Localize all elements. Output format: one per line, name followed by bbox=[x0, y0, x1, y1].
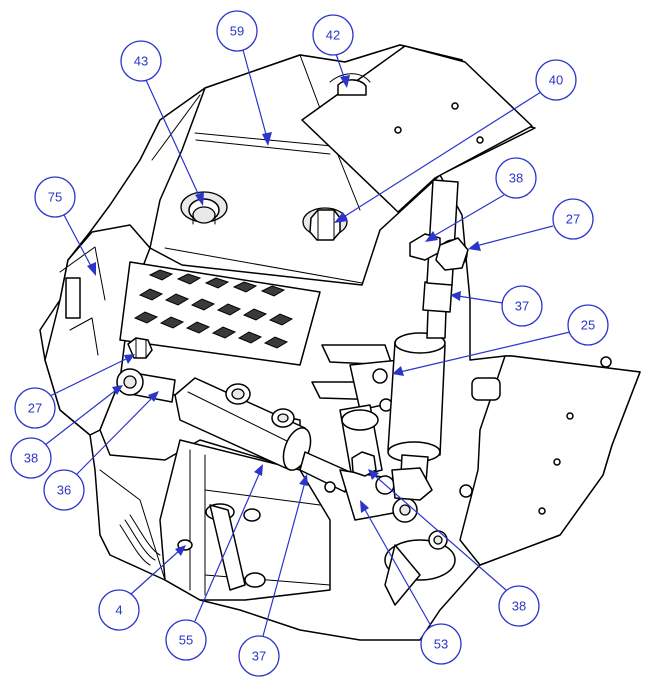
callout-42: 42 bbox=[312, 14, 354, 88]
rod-end-left bbox=[116, 337, 176, 403]
callout-38-lower-left: 38 bbox=[10, 385, 123, 479]
machine-drawing bbox=[39, 44, 641, 641]
callout-36: 36 bbox=[43, 391, 159, 511]
callout-38-lower-right: 38 bbox=[368, 469, 540, 627]
callout-label-38-lower-left: 38 bbox=[24, 451, 38, 466]
callout-label-4: 4 bbox=[115, 603, 122, 618]
clevis-53 bbox=[324, 404, 433, 523]
nut-43 bbox=[180, 191, 228, 225]
callout-label-27-lower: 27 bbox=[28, 401, 42, 416]
callout-label-43: 43 bbox=[134, 54, 148, 69]
callout-25: 25 bbox=[392, 304, 609, 376]
callout-label-36: 36 bbox=[57, 483, 71, 498]
callout-label-40: 40 bbox=[549, 73, 563, 88]
callout-label-38-upper: 38 bbox=[509, 171, 523, 186]
callout-37-upper: 37 bbox=[450, 285, 543, 327]
callout-27-lower: 27 bbox=[14, 354, 135, 429]
callout-4: 4 bbox=[98, 545, 186, 631]
callout-59: 59 bbox=[216, 10, 272, 146]
callout-75: 75 bbox=[34, 176, 96, 276]
callout-label-75: 75 bbox=[48, 190, 62, 205]
callout-label-25: 25 bbox=[581, 318, 595, 333]
callout-label-38-lower-right: 38 bbox=[512, 599, 526, 614]
callout-37-lower: 37 bbox=[238, 474, 308, 677]
callout-label-37-lower: 37 bbox=[252, 649, 266, 664]
callout-53: 53 bbox=[360, 500, 462, 665]
callout-40: 40 bbox=[334, 59, 577, 223]
callout-55: 55 bbox=[165, 464, 263, 661]
callout-label-59: 59 bbox=[230, 24, 244, 39]
callout-label-37-upper: 37 bbox=[515, 299, 529, 314]
lower-frame bbox=[159, 439, 331, 601]
callout-label-27-upper: 27 bbox=[566, 212, 580, 227]
bolt-40 bbox=[302, 207, 348, 241]
callout-label-42: 42 bbox=[326, 28, 340, 43]
callout-43: 43 bbox=[120, 40, 204, 206]
callout-label-55: 55 bbox=[179, 633, 193, 648]
right-bracket-plate bbox=[459, 355, 641, 566]
callout-label-53: 53 bbox=[434, 637, 448, 652]
callouts: 59 42 43 40 38 bbox=[10, 10, 609, 677]
grate bbox=[119, 261, 321, 366]
callout-27-upper: 27 bbox=[468, 198, 594, 251]
callout-38-upper: 38 bbox=[425, 157, 537, 242]
